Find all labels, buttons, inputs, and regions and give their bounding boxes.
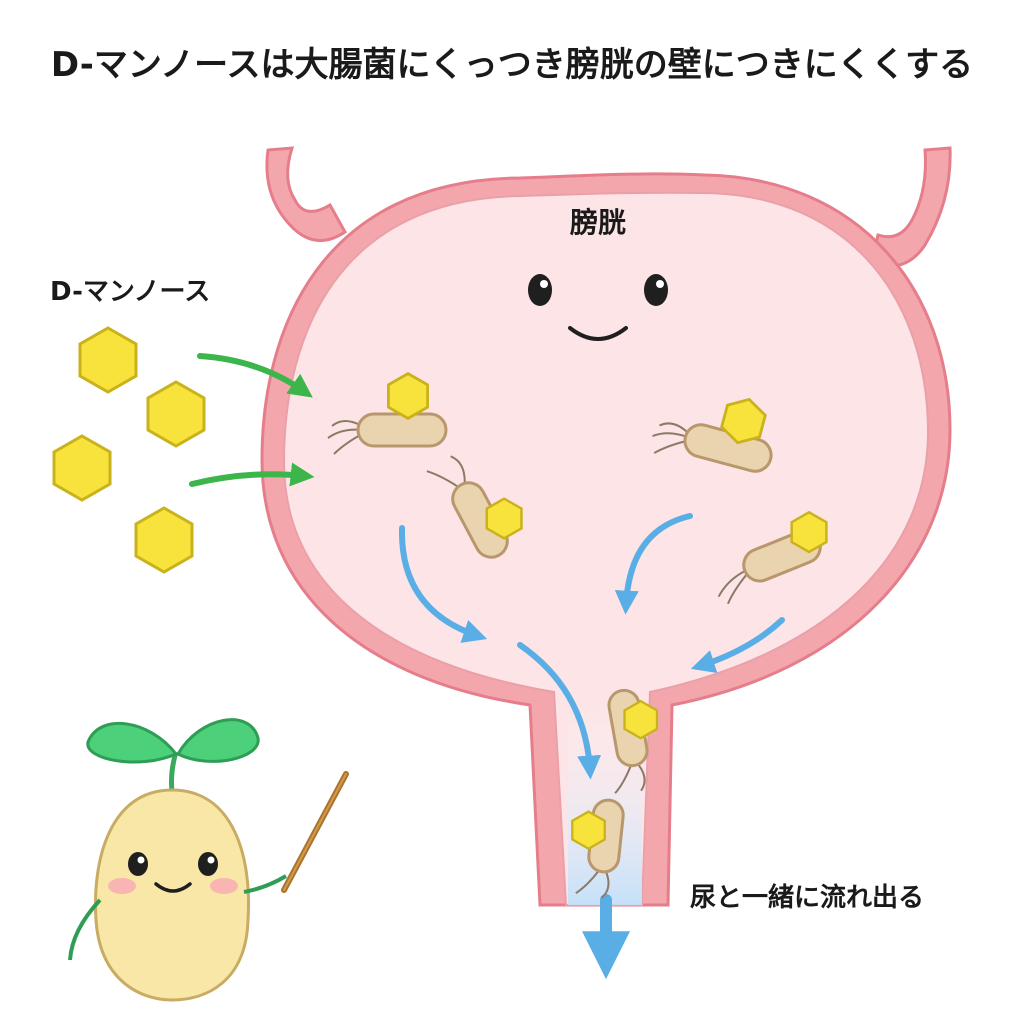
green-arrow bbox=[189, 462, 315, 487]
bacteria-group bbox=[327, 372, 828, 899]
bacterium bbox=[571, 798, 625, 899]
bladder-face bbox=[528, 274, 668, 341]
mascot-body bbox=[93, 788, 251, 1002]
mannose-hexagon bbox=[134, 506, 194, 574]
blue-arrow bbox=[517, 642, 602, 780]
bacterium bbox=[607, 688, 659, 794]
mannose-group bbox=[52, 326, 206, 574]
bladder-label: 膀胱 bbox=[569, 206, 626, 239]
flow-arrows bbox=[398, 513, 785, 980]
bladder-eye-right bbox=[644, 274, 668, 306]
mascot-stem bbox=[169, 751, 179, 793]
mannose-hexagon bbox=[78, 326, 138, 394]
blue-arrow bbox=[398, 525, 488, 643]
inflow-arrows bbox=[189, 353, 315, 487]
mascot-leaf-left bbox=[86, 721, 179, 764]
bladder-eye-left bbox=[528, 274, 552, 306]
mannose-hexagon bbox=[146, 380, 206, 448]
bacterium bbox=[426, 455, 523, 559]
mascot-leaf-right bbox=[175, 718, 260, 763]
bacterium bbox=[652, 392, 773, 473]
diagram-title: D-マンノースは大腸菌にくっつき膀胱の壁につきにくくする bbox=[51, 45, 973, 85]
mannose-label: D-マンノース bbox=[50, 277, 210, 307]
blue-arrow bbox=[690, 617, 785, 674]
green-arrow bbox=[197, 353, 313, 398]
bacterium bbox=[717, 511, 828, 605]
left-ureter bbox=[265, 146, 347, 242]
bladder bbox=[260, 146, 952, 907]
outflow-label: 尿と一緒に流れ出る bbox=[690, 882, 924, 913]
sprout-mascot bbox=[68, 718, 349, 1002]
blue-arrow bbox=[614, 513, 693, 615]
mannose-hexagon bbox=[52, 434, 112, 502]
bladder-smile bbox=[568, 326, 628, 341]
bacterium bbox=[327, 372, 448, 455]
